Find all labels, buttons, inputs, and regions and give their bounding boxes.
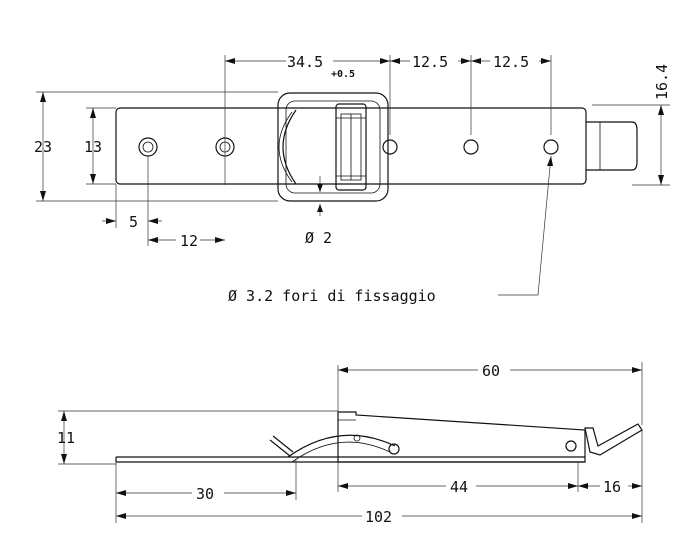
dim-60: 60 [482, 362, 500, 380]
dim-23: 23 [34, 138, 52, 156]
dim-102: 102 [365, 508, 392, 526]
mounting-hole-1 [138, 137, 158, 157]
side-wire [287, 434, 396, 458]
tol-0-5: +0.5 [331, 69, 355, 80]
mounting-hole-5 [543, 139, 559, 155]
dim-44: 44 [450, 478, 468, 496]
buckle-frame-outer [277, 92, 389, 202]
wire-loop [282, 109, 297, 185]
dim-12: 12 [180, 232, 198, 250]
dim-dia-2: Ø 2 [305, 229, 332, 247]
side-view: 60 11 30 44 16 102 [57, 362, 643, 526]
dim-12-5-b: 12.5 [493, 53, 529, 71]
dim-12-5-a: 12.5 [412, 53, 448, 71]
dim-5: 5 [129, 213, 138, 231]
hole-note: Ø 3.2 fori di fissaggio [228, 287, 436, 305]
lever-body [335, 103, 367, 191]
dim-16: 16 [603, 478, 621, 496]
dim-13: 13 [84, 138, 102, 156]
dim-16-4: 16.4 [653, 64, 671, 100]
mounting-hole-4 [463, 139, 479, 155]
side-pivot [565, 440, 577, 452]
side-hook [584, 423, 643, 456]
dim-11: 11 [57, 429, 75, 447]
dim-34-5: 34.5 [287, 53, 323, 71]
top-view: 34.5 +0.5 12.5 12.5 16.4 23 13 [34, 53, 671, 305]
side-lever [337, 411, 586, 463]
mounting-hole-3 [382, 139, 398, 155]
buckle-frame-inner [285, 100, 381, 194]
base-plate [115, 107, 587, 185]
dim-30: 30 [196, 485, 214, 503]
hook-tab [586, 121, 638, 171]
